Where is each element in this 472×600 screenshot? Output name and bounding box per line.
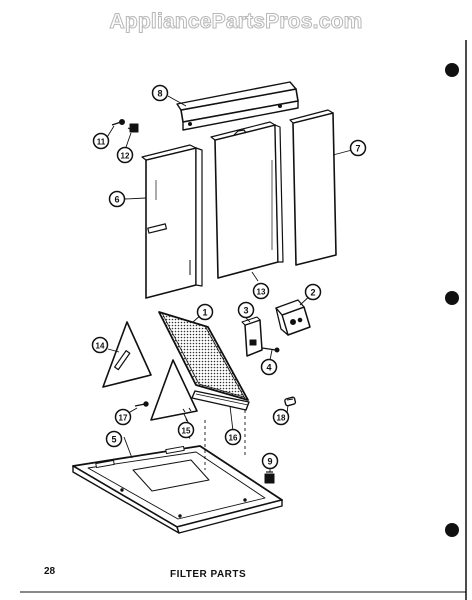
part-4-screw	[261, 347, 280, 353]
svg-text:8: 8	[157, 89, 162, 99]
callout-17: 17	[114, 408, 132, 426]
svg-text:18: 18	[277, 414, 286, 423]
svg-text:7: 7	[355, 144, 360, 154]
svg-text:17: 17	[119, 414, 128, 423]
part-2-box	[275, 299, 311, 336]
part-7-right-panel	[289, 109, 337, 266]
svg-text:11: 11	[97, 138, 106, 147]
part-16-rail	[191, 390, 250, 411]
part-18-knob	[284, 396, 297, 407]
svg-text:6: 6	[114, 195, 119, 205]
callout-1: 1	[196, 303, 214, 321]
callout-15: 15	[177, 421, 195, 439]
svg-text:14: 14	[96, 342, 105, 351]
svg-text:12: 12	[121, 152, 130, 161]
part-14-left-triangle	[102, 321, 152, 388]
leader-lines	[105, 95, 353, 472]
svg-text:3: 3	[243, 306, 248, 316]
svg-text:9: 9	[267, 457, 272, 467]
callout-9: 9	[261, 452, 279, 470]
callout-18: 18	[272, 408, 290, 426]
callout-5: 5	[105, 430, 123, 448]
part-17-screw	[134, 401, 149, 407]
svg-text:2: 2	[310, 288, 315, 298]
page-title: FILTER PARTS	[170, 569, 247, 580]
binder-hole-bottom	[445, 523, 459, 537]
callout-13: 13	[252, 282, 270, 300]
svg-text:15: 15	[182, 427, 191, 436]
callout-8: 8	[151, 84, 169, 102]
callout-12: 12	[116, 146, 134, 164]
callout-11: 11	[92, 132, 110, 150]
part-11-screw	[111, 119, 125, 126]
svg-text:5: 5	[111, 435, 116, 445]
callout-14: 14	[91, 336, 109, 354]
page-number: 28	[44, 566, 56, 577]
part-3-bracket	[241, 316, 263, 357]
svg-text:4: 4	[266, 363, 271, 373]
part-1-air-filter	[158, 311, 249, 401]
callout-6: 6	[108, 190, 126, 208]
part-15-right-triangle	[150, 359, 198, 421]
svg-text:13: 13	[257, 288, 266, 297]
callouts: 8 7 6 11 12 13 1 2 3 4 14 17 15 16 18 5 …	[91, 84, 367, 470]
callout-2: 2	[304, 283, 322, 301]
callout-7: 7	[349, 139, 367, 157]
callout-16: 16	[224, 428, 242, 446]
callout-3: 3	[237, 301, 255, 319]
svg-text:1: 1	[202, 308, 207, 318]
part-13-center-panel	[210, 121, 284, 279]
part-5-base-pan	[72, 445, 283, 534]
part-9-plug	[264, 471, 275, 484]
binder-hole-top	[445, 63, 459, 77]
svg-text:16: 16	[229, 434, 238, 443]
part-6-left-panel	[141, 144, 203, 299]
callout-4: 4	[260, 358, 278, 376]
part-8-top-bracket	[176, 81, 299, 131]
binder-hole-middle	[445, 291, 459, 305]
part-12-clip	[127, 123, 139, 133]
watermark-logo: AppliancePartsPros.com	[109, 10, 363, 34]
